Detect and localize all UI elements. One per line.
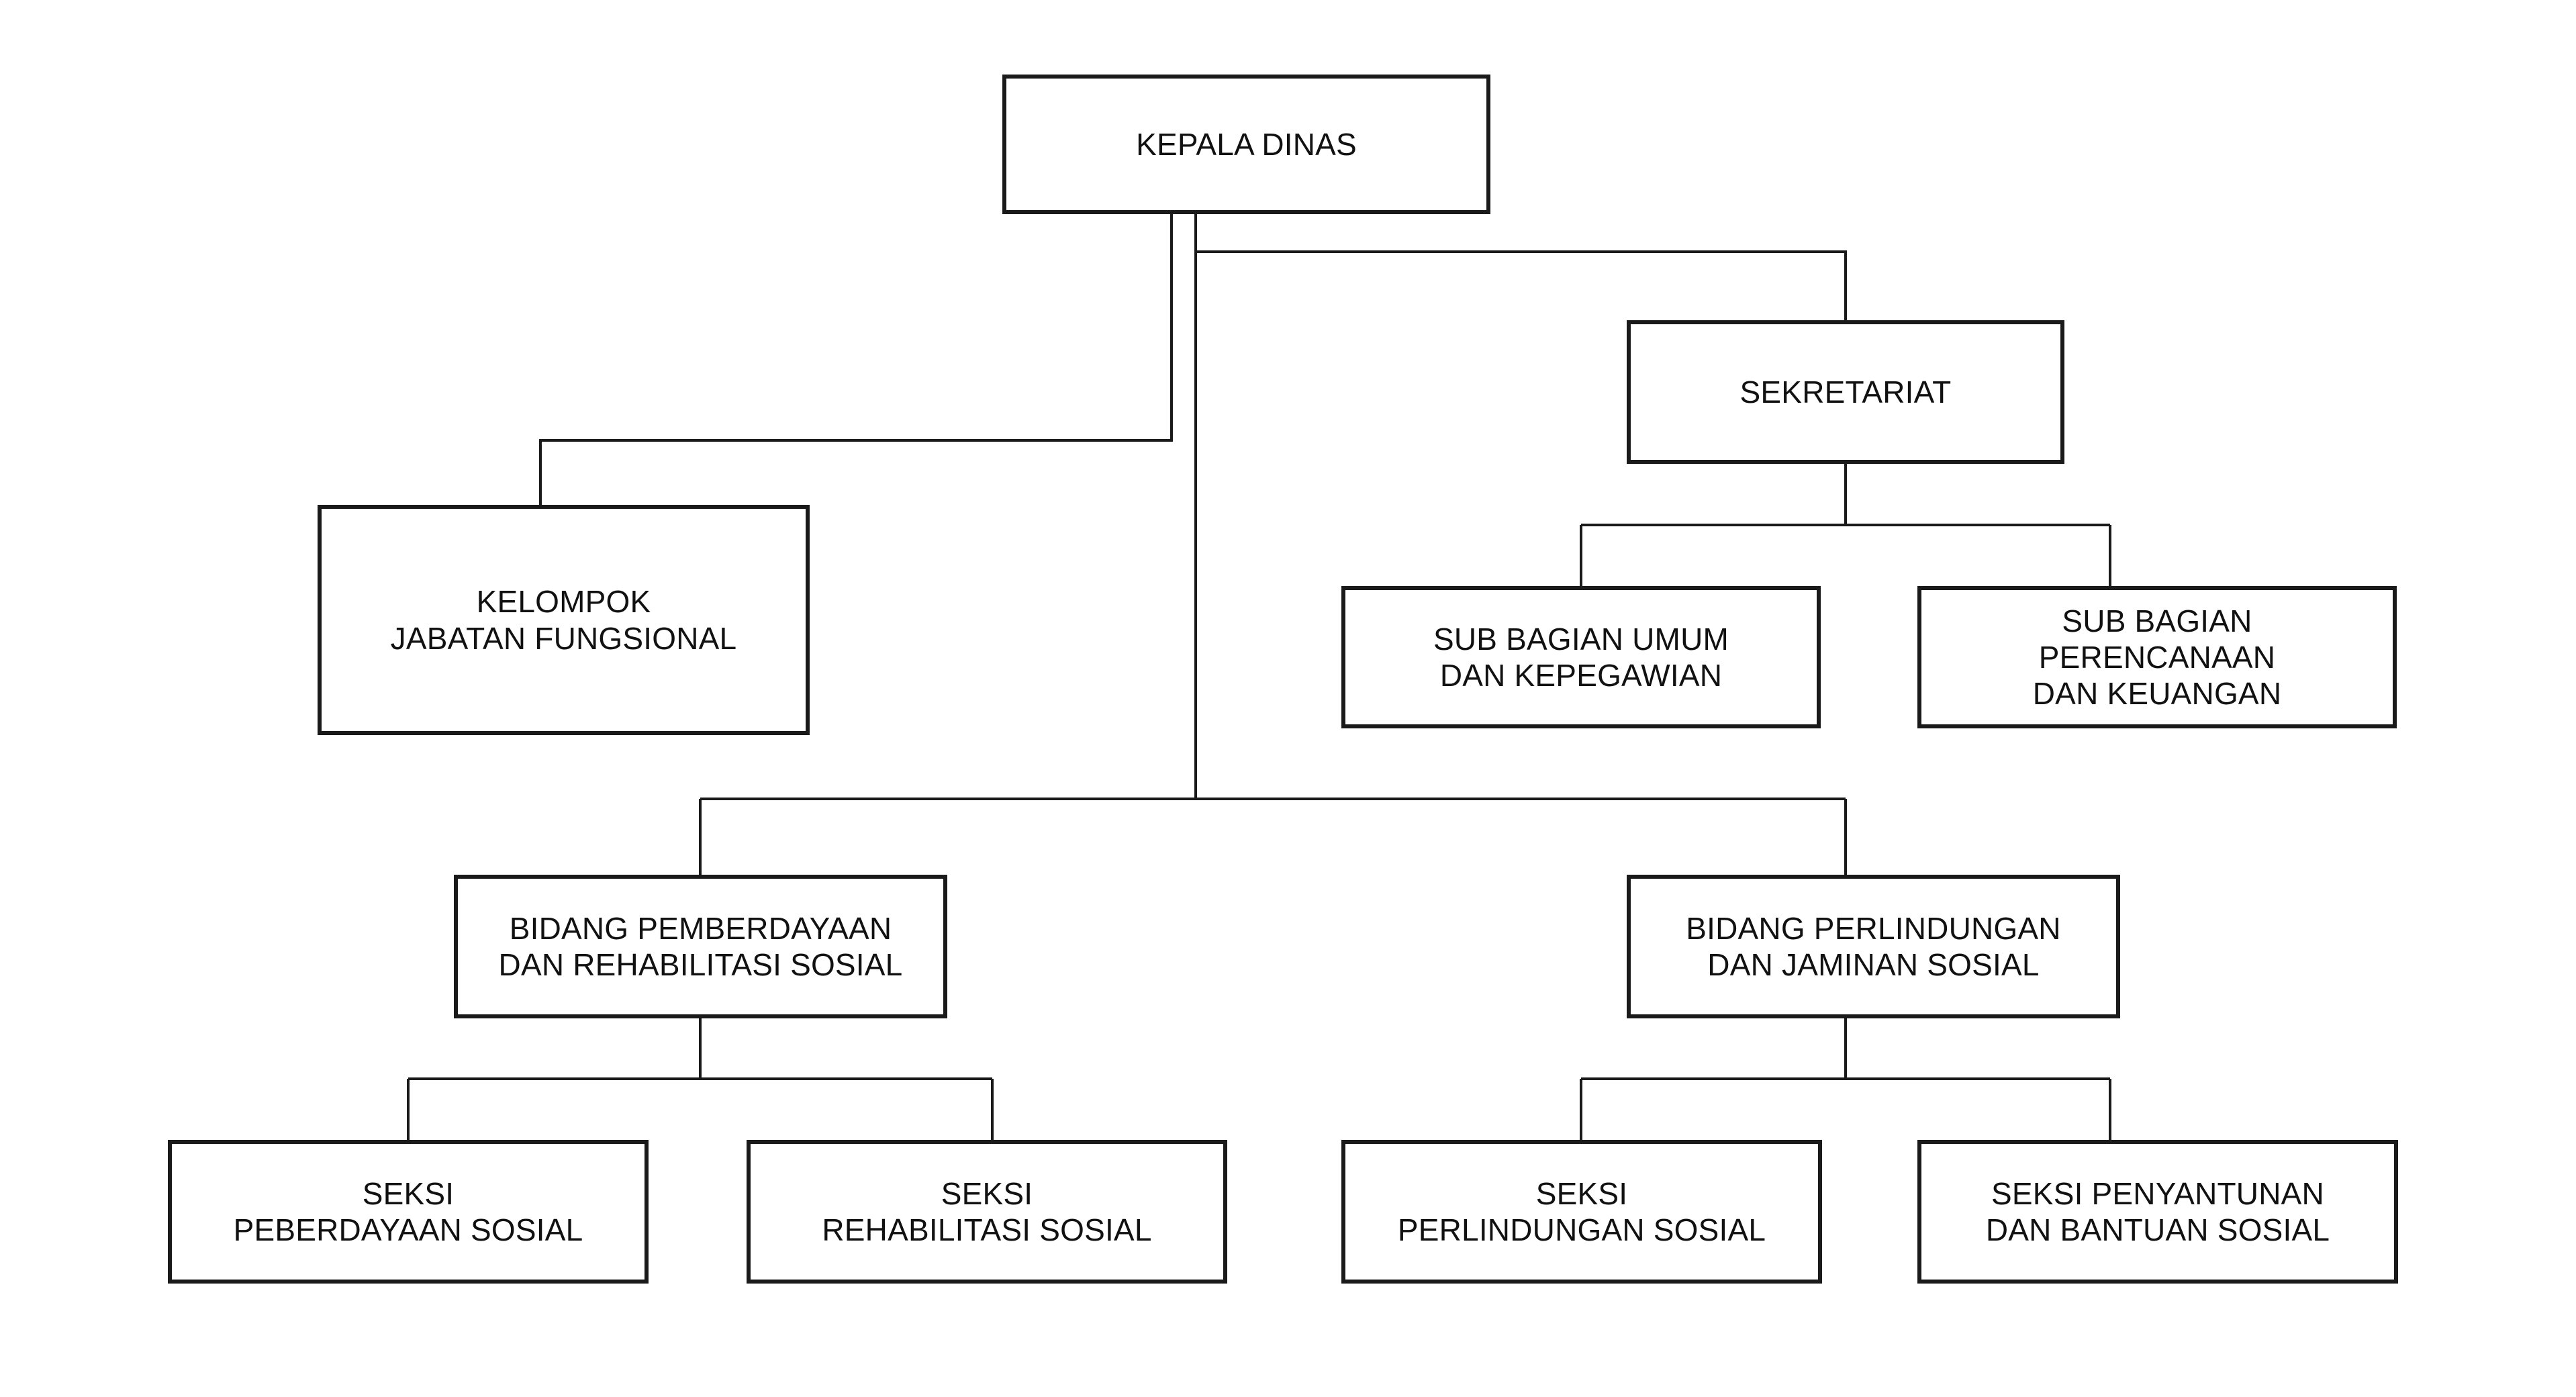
node-seksi-penyantunan[interactable]: SEKSI PENYANTUNAN DAN BANTUAN SOSIAL [1917,1140,2398,1284]
connector-kepala-to-kelompok [539,214,1173,505]
node-label-bidang-perlindungan: BIDANG PERLINDUNGAN DAN JAMINAN SOSIAL [1686,910,2061,982]
node-label-sub-bagian-perencanaan: SUB BAGIAN PERENCANAAN DAN KEUANGAN [2032,603,2282,712]
node-label-bidang-pemberdayaan: BIDANG PEMBERDAYAAN DAN REHABILITASI SOS… [498,910,903,982]
connector-kepala-to-sekretariat [1196,250,1847,320]
node-seksi-peberdayaan-sosial[interactable]: SEKSI PEBERDAYAAN SOSIAL [168,1140,649,1284]
node-label-seksi-rehabilitasi-sosial: SEKSI REHABILITASI SOSIAL [822,1175,1152,1247]
node-sekretariat[interactable]: SEKRETARIAT [1627,320,2064,464]
node-sub-bagian-perencanaan[interactable]: SUB BAGIAN PERENCANAAN DAN KEUANGAN [1917,586,2397,728]
node-label-seksi-peberdayaan-sosial: SEKSI PEBERDAYAAN SOSIAL [233,1175,583,1247]
node-label-kepala-dinas: KEPALA DINAS [1136,126,1357,162]
node-sub-bagian-umum[interactable]: SUB BAGIAN UMUM DAN KEPEGAWIAN [1341,586,1821,728]
node-label-sub-bagian-umum: SUB BAGIAN UMUM DAN KEPEGAWIAN [1433,621,1729,693]
node-seksi-perlindungan-sosial[interactable]: SEKSI PERLINDUNGAN SOSIAL [1341,1140,1822,1284]
node-kelompok-jabatan-fungsional[interactable]: KELOMPOK JABATAN FUNGSIONAL [318,505,810,735]
node-bidang-perlindungan[interactable]: BIDANG PERLINDUNGAN DAN JAMINAN SOSIAL [1627,875,2120,1018]
node-kepala-dinas[interactable]: KEPALA DINAS [1002,75,1490,214]
node-bidang-pemberdayaan[interactable]: BIDANG PEMBERDAYAAN DAN REHABILITASI SOS… [454,875,947,1018]
node-label-seksi-penyantunan: SEKSI PENYANTUNAN DAN BANTUAN SOSIAL [1985,1175,2330,1247]
node-label-seksi-perlindungan-sosial: SEKSI PERLINDUNGAN SOSIAL [1397,1175,1766,1247]
node-seksi-rehabilitasi-sosial[interactable]: SEKSI REHABILITASI SOSIAL [747,1140,1227,1284]
node-label-kelompok-jabatan-fungsional: KELOMPOK JABATAN FUNGSIONAL [390,584,737,656]
node-label-sekretariat: SEKRETARIAT [1739,374,1952,410]
